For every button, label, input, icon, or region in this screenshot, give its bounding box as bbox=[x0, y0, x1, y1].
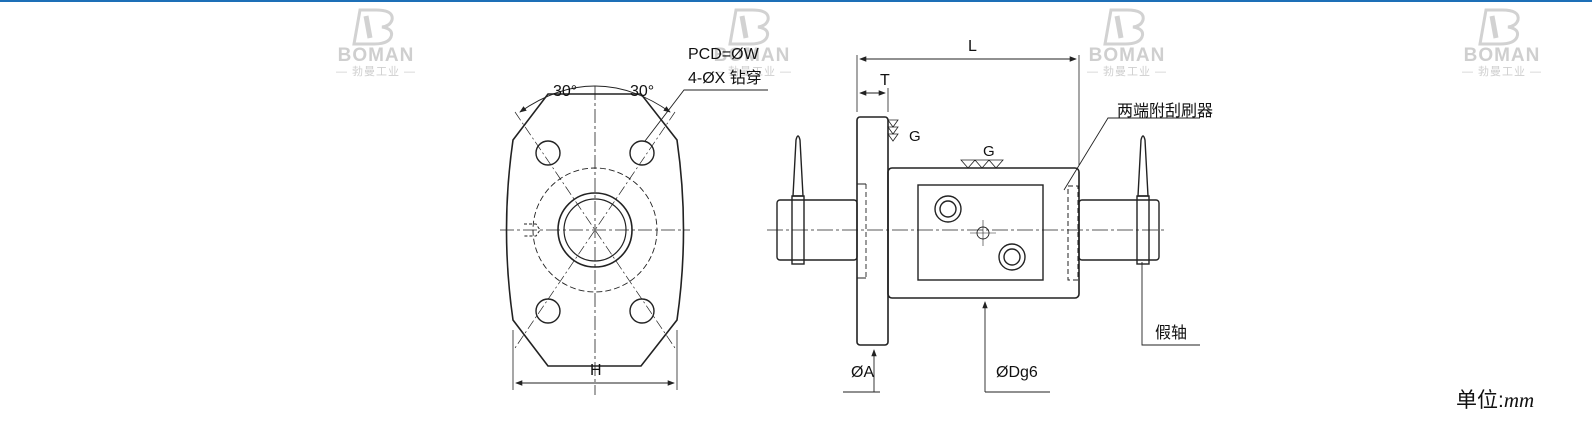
roughness-label-body: G bbox=[983, 143, 995, 160]
mounting-hole bbox=[629, 140, 655, 166]
leader-line bbox=[1063, 117, 1200, 191]
watermark: BOMAN — 勃曼工业 — bbox=[321, 6, 431, 78]
port-hole bbox=[934, 195, 962, 223]
width-label: H bbox=[590, 362, 602, 379]
flange-outline bbox=[505, 93, 685, 367]
wiper-spike bbox=[792, 135, 804, 197]
boman-logo-icon bbox=[352, 8, 394, 46]
roughness-label-flange: G bbox=[909, 128, 921, 145]
wiper-label: 两端附刮刷器 bbox=[1117, 103, 1214, 120]
body-diameter-label: ØDg6 bbox=[996, 364, 1038, 381]
leader-line bbox=[644, 89, 768, 142]
side-view bbox=[767, 55, 1200, 393]
flange-diameter-label: ØA bbox=[851, 364, 875, 381]
roughness-symbol bbox=[960, 159, 1004, 169]
angle-label-left: 30° bbox=[553, 83, 578, 100]
dummy-shaft-label: 假轴 bbox=[1155, 325, 1188, 342]
dummy-shaft-right bbox=[1078, 199, 1160, 261]
mounting-hole bbox=[629, 298, 655, 324]
pcd-label: PCD=ØW bbox=[688, 46, 759, 63]
boman-logo-icon bbox=[1478, 8, 1520, 46]
wiper-right bbox=[1067, 185, 1079, 281]
port-hole bbox=[998, 243, 1026, 271]
flange-thickness-label: T bbox=[880, 72, 890, 89]
watermark-subtitle: — 勃曼工业 — bbox=[1461, 66, 1543, 78]
unit-prefix: 单位: bbox=[1456, 389, 1504, 412]
length-label: L bbox=[968, 38, 977, 55]
watermark-subtitle: — 勃曼工业 — bbox=[335, 66, 417, 78]
unit-value: mm bbox=[1503, 388, 1535, 412]
watermark-subtitle: — 勃曼工业 — bbox=[711, 66, 793, 78]
roughness-symbol bbox=[887, 119, 899, 142]
pcd-circle bbox=[532, 167, 658, 293]
flange bbox=[856, 116, 889, 346]
mounting-hole bbox=[535, 140, 561, 166]
body-window bbox=[917, 184, 1044, 281]
watermark-brand: BOMAN bbox=[713, 45, 791, 66]
mounting-hole bbox=[535, 298, 561, 324]
unit-label: 单位:mm bbox=[1456, 384, 1534, 414]
top-accent-line bbox=[0, 0, 1592, 2]
bore-inner bbox=[563, 198, 627, 262]
leader-line bbox=[1141, 262, 1200, 346]
watermark-brand: BOMAN bbox=[337, 45, 415, 66]
watermark-brand: BOMAN bbox=[1088, 45, 1166, 66]
watermark: BOMAN — 勃曼工业 — bbox=[697, 6, 807, 78]
angle-label-right: 30° bbox=[630, 83, 655, 100]
bore-outer bbox=[557, 192, 633, 268]
boman-logo-icon bbox=[1103, 8, 1145, 46]
front-view bbox=[500, 85, 768, 395]
watermark: BOMAN — 勃曼工业 — bbox=[1447, 6, 1557, 78]
watermark-brand: BOMAN bbox=[1463, 45, 1541, 66]
holes-label: 4-ØX 钻穿 bbox=[688, 70, 762, 87]
watermark-subtitle: — 勃曼工业 — bbox=[1086, 66, 1168, 78]
grease-port bbox=[524, 223, 541, 237]
wiper-spike bbox=[1137, 135, 1149, 197]
boman-logo-icon bbox=[728, 8, 770, 46]
watermark: BOMAN — 勃曼工业 — bbox=[1072, 6, 1182, 78]
